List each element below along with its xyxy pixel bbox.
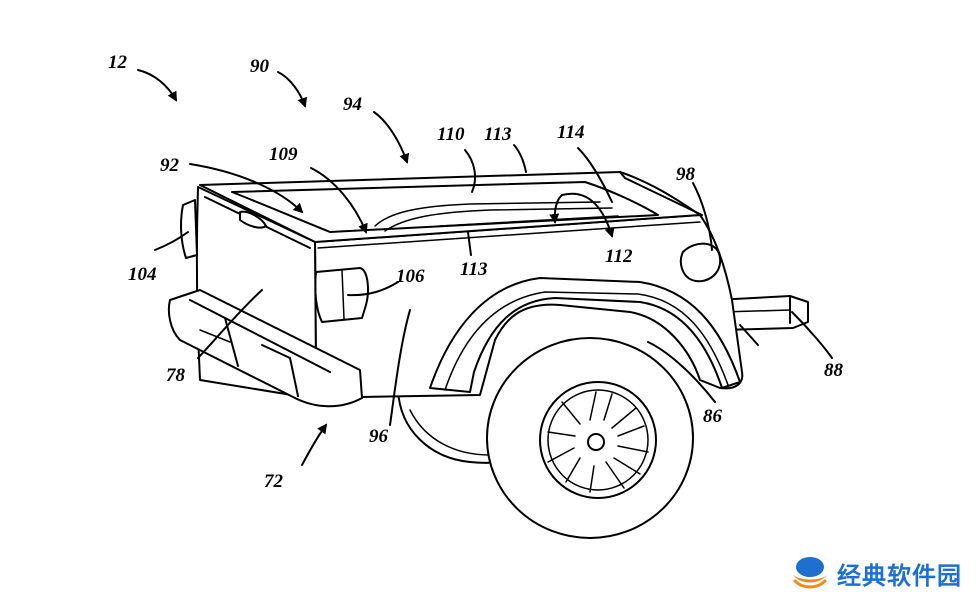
fender-flare [314, 242, 741, 393]
ref-114: 114 [557, 122, 584, 143]
ref-78: 78 [166, 365, 186, 386]
ref-112: 112 [605, 246, 633, 267]
tongue-hitch [714, 295, 809, 346]
reference-arrows [137, 69, 615, 466]
ref-98: 98 [676, 164, 696, 185]
ref-94: 94 [343, 94, 362, 115]
ref-72: 72 [264, 471, 284, 492]
ref-92: 92 [160, 155, 180, 176]
ref-110: 110 [437, 124, 465, 145]
site-watermark: 经典软件园 [789, 555, 962, 591]
ref-90: 90 [250, 56, 270, 77]
leader-lines [154, 144, 833, 426]
watermark-text: 经典软件园 [837, 561, 962, 590]
ref-113-top: 113 [484, 124, 511, 145]
reference-numerals: 12 90 94 110 113 114 92 109 98 104 106 1… [108, 52, 844, 492]
ref-86: 86 [703, 406, 723, 427]
ref-113-bottom: 113 [460, 259, 487, 280]
wheel-spokes [547, 391, 649, 493]
near-wheel [486, 337, 694, 539]
rear-bumper [167, 289, 363, 408]
ref-12: 12 [108, 52, 128, 73]
site-logo-icon [793, 557, 827, 589]
ref-109: 109 [269, 144, 298, 165]
ref-106: 106 [396, 266, 425, 287]
ref-96: 96 [369, 426, 389, 447]
ref-88: 88 [824, 360, 844, 381]
ref-104: 104 [128, 264, 157, 285]
